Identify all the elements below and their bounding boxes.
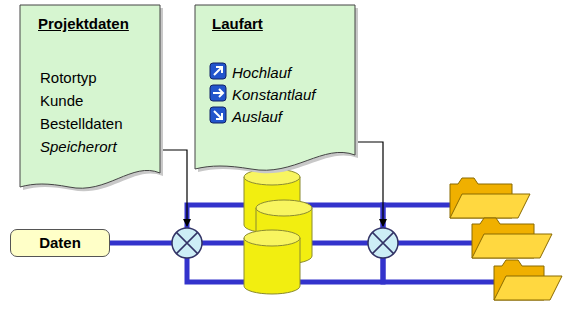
constant-icon <box>210 85 226 101</box>
note-item: Rotortyp <box>40 69 97 87</box>
folder-icon <box>472 218 552 258</box>
box-label: Daten <box>39 234 81 252</box>
data-source-box: Daten <box>10 229 110 257</box>
database-cylinder <box>244 230 300 294</box>
ramp-down-icon <box>210 107 226 123</box>
run-mode-item: Konstantlauf <box>232 86 315 104</box>
data-pipes <box>110 205 500 282</box>
note-heading: Projektdaten <box>38 15 129 33</box>
input-arrow <box>160 150 187 226</box>
folder-icon <box>494 260 562 300</box>
project-note: ProjektdatenRotortypKundeBestelldatenSpe… <box>20 5 160 191</box>
note-item: Kunde <box>40 92 83 110</box>
folder-icon <box>450 178 530 218</box>
mixer-symbol <box>172 228 202 258</box>
note-heading: Laufart <box>212 15 263 33</box>
mixer-symbol <box>368 228 398 258</box>
run-mode-item: Hochlauf <box>232 64 291 82</box>
run-mode-item: Auslauf <box>232 108 282 126</box>
note-item: Bestelldaten <box>40 115 123 133</box>
note-item: Speicherort <box>40 138 117 156</box>
ramp-up-icon <box>210 63 226 79</box>
